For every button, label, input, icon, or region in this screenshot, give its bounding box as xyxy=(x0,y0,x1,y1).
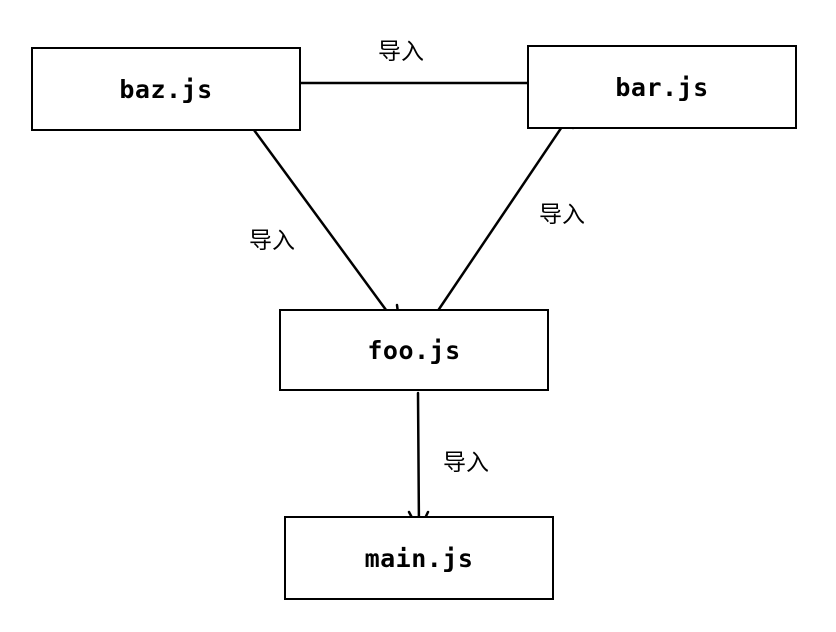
node-main-js: main.js xyxy=(284,516,554,600)
node-main-label: main.js xyxy=(364,543,474,573)
edge-label-foo-to-bar: 导入 xyxy=(539,202,585,228)
edge-bar-to-baz xyxy=(260,70,555,95)
node-foo-label: foo.js xyxy=(367,335,461,365)
edge-label-bar-to-baz: 导入 xyxy=(378,39,424,65)
node-baz-label: baz.js xyxy=(119,74,213,104)
edge-label-foo-to-main: 导入 xyxy=(443,450,489,476)
node-foo-js: foo.js xyxy=(279,309,549,391)
edge-foo-to-main xyxy=(407,391,430,533)
node-bar-js: bar.js xyxy=(527,45,797,129)
node-bar-label: bar.js xyxy=(615,72,709,102)
edge-baz-to-foo xyxy=(241,113,402,331)
node-baz-js: baz.js xyxy=(31,47,301,131)
edge-label-baz-to-foo: 导入 xyxy=(249,228,295,254)
